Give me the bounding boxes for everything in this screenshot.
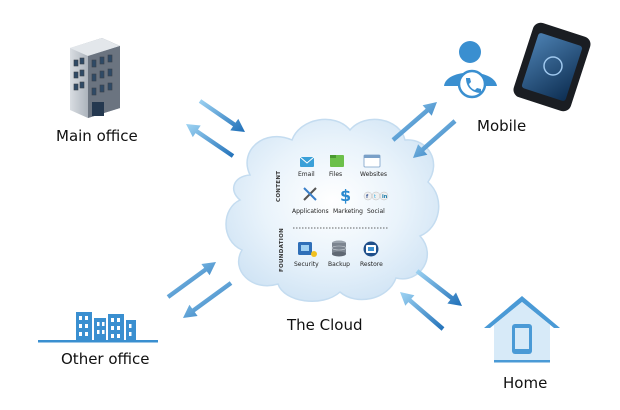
home-to-cloud-arrow (400, 292, 445, 331)
social-label: Social (367, 208, 385, 215)
social-icon: f t in (363, 191, 389, 201)
applications-label: Applications (292, 208, 329, 215)
backup-icon (331, 240, 347, 257)
security-icon (298, 242, 317, 257)
foundation-section-label: FOUNDATION (279, 228, 285, 272)
other-office-label: Other office (61, 350, 150, 368)
mobile-label: Mobile (477, 117, 527, 135)
email-icon (299, 156, 315, 167)
email-label: Email (298, 171, 315, 178)
smartphone-icon (513, 22, 591, 112)
other-office-to-cloud-arrow (166, 262, 216, 299)
cloud-to-other-office-arrow (183, 281, 233, 318)
home-icon (484, 296, 560, 363)
cloud-shape (225, 118, 440, 303)
home-label: Home (503, 374, 548, 392)
cloud-to-mobile-arrow (413, 119, 457, 158)
backup-label: Backup (328, 261, 350, 268)
main-office-label: Main office (56, 127, 138, 145)
restore-icon (363, 241, 379, 257)
files-label: Files (329, 171, 343, 178)
cloud-to-home-arrow (415, 269, 462, 306)
svg-text:t: t (374, 194, 376, 200)
svg-text:f: f (366, 194, 369, 200)
content-section-label: CONTENT (276, 170, 282, 202)
websites-icon (363, 154, 381, 168)
office-building-icon (70, 38, 120, 118)
security-label: Security (294, 261, 319, 268)
svg-text:$: $ (340, 186, 351, 205)
cloud-title: The Cloud (287, 316, 363, 334)
svg-text:in: in (382, 194, 388, 200)
connection-arrows (166, 99, 462, 331)
marketing-icon: $ (340, 186, 351, 205)
applications-icon (303, 187, 317, 201)
restore-label: Restore (360, 261, 383, 268)
cloud-to-main-office-arrow (186, 124, 235, 158)
files-icon (330, 155, 344, 167)
websites-label: Websites (360, 171, 388, 178)
main-office-to-cloud-arrow (198, 99, 245, 132)
marketing-label: Marketing (333, 208, 363, 215)
mobile-to-cloud-arrow (391, 102, 437, 142)
mobile-user-icon (444, 41, 497, 99)
other-office-buildings-icon (38, 312, 158, 343)
